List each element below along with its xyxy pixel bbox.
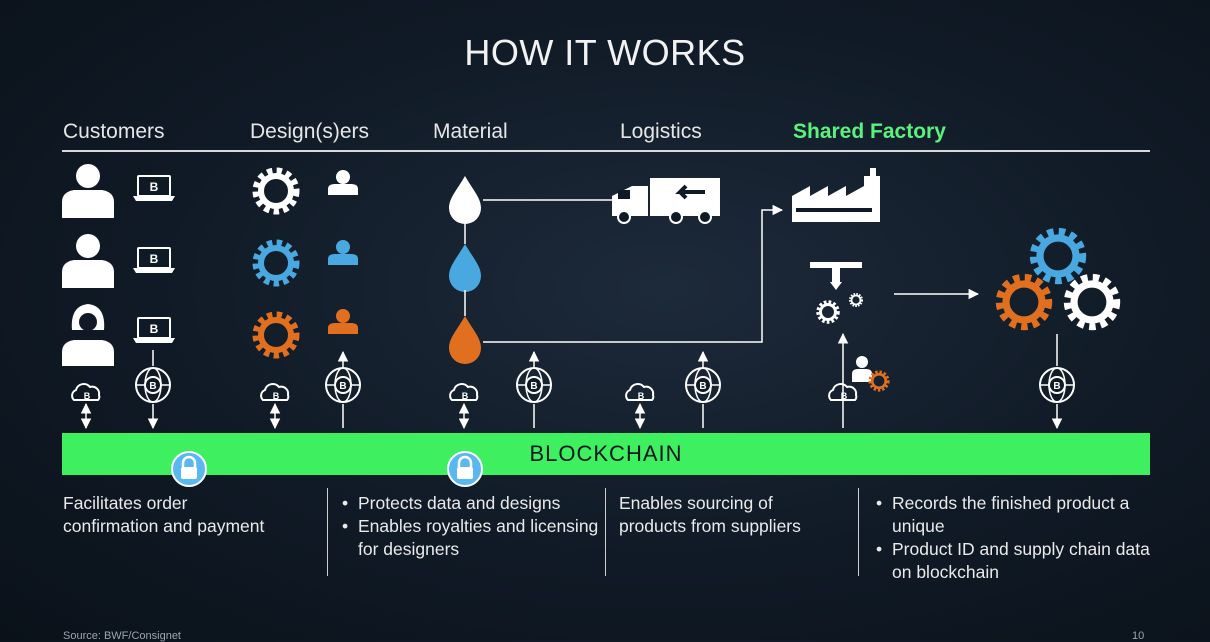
customer-person-icon-2 [62,234,114,288]
note-factory: Records the finished product a unique Pr… [872,492,1162,584]
customer-woman-icon [62,304,114,366]
note-divider-3 [858,488,859,576]
finished-gear-icon-blue [1035,233,1081,279]
designer-icon-blue [328,240,358,265]
printer-icon [810,262,862,290]
cloud-coin-icon-2 [260,382,290,402]
note-customers: Facilitates order confirmation and payme… [63,493,265,536]
designer-icon-orange [328,309,358,334]
globe-coin-icon-5 [1039,367,1075,403]
column-header-material: Material [433,120,508,143]
globe-coin-icon-3 [516,367,552,403]
gear-icon-white [257,172,295,210]
globe-coin-icon-1 [135,367,171,403]
note-divider-1 [327,488,328,576]
lock-icon-1 [171,451,207,487]
worker-icon [852,356,872,382]
small-gear-icon-2 [848,292,864,308]
small-gear-icon-orange [870,372,887,389]
laptop-icon-1 [132,175,176,202]
source-caption: Source: BWF/Consignet [63,630,181,642]
globe-coin-icon-2 [325,367,361,403]
finished-gear-icon-orange [1001,279,1047,325]
globe-coin-icon-4 [685,367,721,403]
gear-icon-blue [257,244,295,282]
note-logistics: Enables sourcing of products from suppli… [619,493,801,536]
customer-person-icon-1 [62,164,114,218]
page-number: 10 [1132,630,1145,642]
material-drop-icon-white [449,176,481,224]
column-header-logistics: Logistics [620,120,702,143]
gear-icon-orange [257,316,295,354]
cloud-coin-icon-4 [625,382,655,402]
note-designers: Protects data and designs Enables royalt… [338,492,600,561]
blockchain-bar: BLOCKCHAIN [62,433,1150,475]
column-header-customers: Customers [63,120,165,143]
material-drop-icon-orange [449,316,481,364]
truck-icon [612,178,720,224]
laptop-icon-3 [132,317,176,344]
material-drop-icon-blue [449,244,481,292]
page-title: HOW IT WORKS [464,32,746,73]
cloud-coin-icon-1 [71,382,101,402]
lock-icon-2 [447,451,483,487]
finished-gear-icon-white [1069,279,1115,325]
factory-icon [792,168,880,222]
header-divider [62,150,1150,152]
column-header-shared-factory: Shared Factory [793,120,946,143]
designer-icon-white [328,170,358,195]
small-gear-icon-1 [819,303,838,322]
column-header-designers: Design(s)ers [250,120,370,143]
laptop-icon-2 [132,247,176,274]
note-divider-2 [605,488,606,576]
cloud-coin-icon-3 [449,382,479,402]
